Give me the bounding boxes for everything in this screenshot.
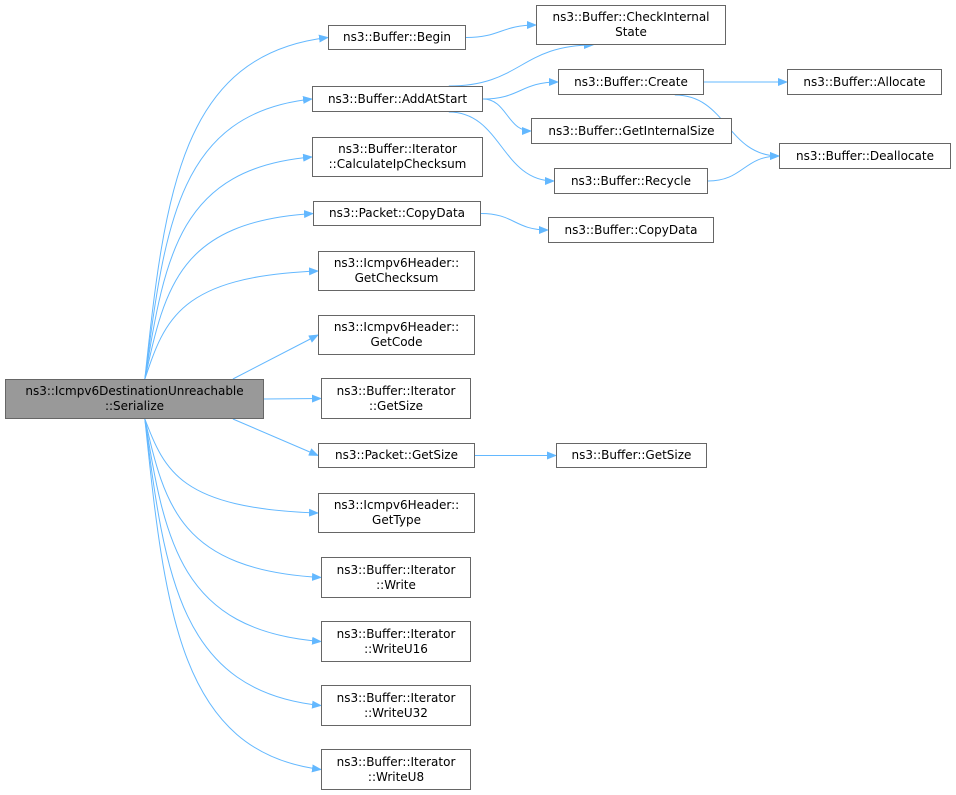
node-buffer-allocate[interactable]: ns3::Buffer::Allocate <box>787 69 942 95</box>
node-line: ns3::Buffer::Allocate <box>803 74 926 89</box>
node-buffer-deallocate[interactable]: ns3::Buffer::Deallocate <box>779 143 951 169</box>
edge-recycle-to-deallocate <box>707 152 780 182</box>
node-line: ns3::Buffer::GetInternalSize <box>548 123 715 138</box>
edge-addatstart-to-checkinternal <box>448 41 594 87</box>
node-line: ns3::Buffer::CopyData <box>564 222 698 237</box>
edge-root-to-it_getsize <box>263 394 322 403</box>
node-icmpv6header-getchecksum[interactable]: ns3::Icmpv6Header:: GetChecksum <box>318 251 475 291</box>
node-buffer-getinternalsize[interactable]: ns3::Buffer::GetInternalSize <box>531 118 732 144</box>
node-icmpv6header-gettype[interactable]: ns3::Icmpv6Header:: GetType <box>318 493 475 533</box>
edge-pkt_copydata-to-buf_copydata <box>480 213 549 234</box>
node-line: ::GetSize <box>368 398 424 413</box>
node-buffer-copydata[interactable]: ns3::Buffer::CopyData <box>548 217 714 243</box>
node-buffer-recycle[interactable]: ns3::Buffer::Recycle <box>554 168 708 194</box>
node-line: ::WriteU16 <box>364 641 428 656</box>
node-line: ns3::Buffer::Iterator <box>336 754 456 769</box>
edge-root-to-write <box>144 418 322 581</box>
edge-addatstart-to-create <box>482 78 559 100</box>
node-line: ns3::Buffer::Begin <box>342 30 452 44</box>
node-buffer-addatstart[interactable]: ns3::Buffer::AddAtStart <box>312 86 483 112</box>
node-line: ns3::Buffer::CheckInternal <box>552 10 710 24</box>
node-line: GetCode <box>370 335 423 349</box>
node-line: State <box>615 25 647 39</box>
node-line: ns3::Buffer::Iterator <box>336 690 456 705</box>
node-line: ns3::Icmpv6DestinationUnreachable <box>25 384 244 398</box>
edge-root-to-writeu32 <box>144 418 322 709</box>
edge-root-to-getchecksum <box>144 267 319 380</box>
node-line: ::CalculateIpChecksum <box>328 157 467 171</box>
node-line: GetChecksum <box>354 271 439 285</box>
node-iterator-write[interactable]: ns3::Buffer::Iterator ::Write <box>321 557 471 598</box>
edge-root-to-pkt_copydata <box>144 210 314 380</box>
node-line: ns3::Icmpv6Header:: <box>333 320 460 334</box>
node-buffer-begin[interactable]: ns3::Buffer::Begin <box>328 25 466 50</box>
node-line: ns3::Buffer::Deallocate <box>796 148 934 163</box>
node-line: ns3::Packet::CopyData <box>328 206 465 220</box>
node-root-serialize: ns3::Icmpv6DestinationUnreachable ::Seri… <box>5 379 264 419</box>
edge-root-to-writeu16 <box>144 418 322 645</box>
node-iterator-writeu8[interactable]: ns3::Buffer::Iterator ::WriteU8 <box>321 749 471 790</box>
edge-root-to-pkt_getsize <box>232 418 319 456</box>
edge-root-to-gettype <box>144 418 319 517</box>
edge-root-to-writeu8 <box>144 418 322 773</box>
node-buffer-getsize[interactable]: ns3::Buffer::GetSize <box>556 443 707 468</box>
node-line: ::WriteU8 <box>367 769 425 784</box>
edge-begin-to-checkinternal <box>465 21 537 38</box>
node-line: ::Write <box>376 577 416 592</box>
edge-root-to-calcchecksum <box>144 153 313 380</box>
edge-root-to-begin <box>144 34 329 380</box>
node-line: ns3::Buffer::Iterator <box>336 562 456 577</box>
node-line: ns3::Icmpv6Header:: <box>333 256 460 270</box>
node-line: ns3::Buffer::GetSize <box>571 448 692 462</box>
node-line: ns3::Buffer::Iterator <box>336 383 456 398</box>
node-line: ::Serialize <box>104 399 165 413</box>
node-buffer-checkinternalstate[interactable]: ns3::Buffer::CheckInternal State <box>536 5 726 45</box>
node-line: ns3::Packet::GetSize <box>335 448 458 462</box>
node-iterator-calculateipchecksum[interactable]: ns3::Buffer::Iterator ::CalculateIpCheck… <box>312 137 483 177</box>
node-icmpv6header-getcode[interactable]: ns3::Icmpv6Header:: GetCode <box>318 315 475 355</box>
node-line: ns3::Buffer::Create <box>574 74 688 89</box>
node-line: ns3::Icmpv6Header:: <box>333 498 460 512</box>
node-line: ns3::Buffer::AddAtStart <box>327 91 468 106</box>
node-iterator-writeu32[interactable]: ns3::Buffer::Iterator ::WriteU32 <box>321 685 471 726</box>
node-buffer-create[interactable]: ns3::Buffer::Create <box>558 69 704 95</box>
node-iterator-getsize[interactable]: ns3::Buffer::Iterator ::GetSize <box>321 378 471 419</box>
node-iterator-writeu16[interactable]: ns3::Buffer::Iterator ::WriteU16 <box>321 621 471 662</box>
node-packet-getsize[interactable]: ns3::Packet::GetSize <box>318 443 475 468</box>
node-line: ::WriteU32 <box>364 705 428 720</box>
edge-addatstart-to-getinternalsize <box>482 98 532 135</box>
edge-addatstart-to-recycle <box>448 111 555 185</box>
edge-root-to-getcode <box>232 334 319 380</box>
node-packet-copydata[interactable]: ns3::Packet::CopyData <box>313 201 481 226</box>
node-line: ns3::Buffer::Iterator <box>336 626 456 641</box>
node-line: ns3::Buffer::Iterator <box>338 142 457 156</box>
node-line: GetType <box>372 513 421 527</box>
node-line: ns3::Buffer::Recycle <box>570 173 692 188</box>
edge-root-to-addatstart <box>144 95 313 380</box>
